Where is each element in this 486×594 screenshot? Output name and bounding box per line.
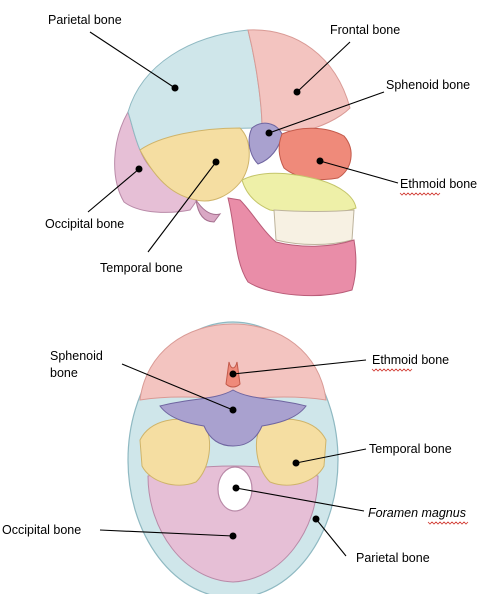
mandible-lateral (227, 197, 357, 297)
leader-sphenoid-base (121, 363, 234, 411)
label-sphenoid-base-line1: Sphenoid (50, 349, 103, 363)
dot-sphenoid-base (229, 406, 237, 414)
frontal-bone-lateral (247, 29, 351, 133)
label-sphenoid-lateral: Sphenoid bone (386, 78, 470, 92)
squiggle-ethmoid-lateral (399, 192, 441, 196)
lateral-skull-view (114, 29, 357, 297)
leader-ethmoid-base (232, 359, 367, 375)
dot-ethmoid-lateral (316, 157, 324, 165)
temporal-bone-base-right (256, 418, 327, 486)
label-ethmoid-lateral: Ethmoid bone (400, 177, 477, 191)
lateral-labels: Parietal bone Frontal bone Sphenoid bone… (45, 13, 477, 275)
dot-temporal-base (292, 459, 300, 467)
label-occipital-lateral: Occipital bone (45, 217, 124, 231)
leader-sphenoid-lateral (268, 91, 385, 134)
dot-frontal-lateral (293, 88, 301, 96)
leader-parietal-base (315, 518, 347, 557)
teeth-lateral (273, 209, 355, 245)
dot-ethmoid-base (229, 370, 237, 378)
sphenoid-bone-lateral (248, 122, 283, 165)
label-foramen-magnus: Foramen magnus (368, 506, 466, 520)
label-ethmoid-base: Ethmoid bone (372, 353, 449, 367)
label-temporal-base: Temporal bone (369, 442, 452, 456)
dot-foramen-magnus (232, 484, 240, 492)
sphenoid-bone-base (159, 389, 307, 447)
dot-occipital-base (229, 532, 237, 540)
temporal-bone-base-left (139, 418, 210, 486)
ethmoid-bone-lateral (278, 127, 352, 181)
label-temporal-lateral: Temporal bone (100, 261, 183, 275)
leader-ethmoid-lateral (319, 160, 399, 184)
label-occipital-base: Occipital bone (2, 523, 81, 537)
leader-frontal-lateral (296, 41, 351, 93)
label-parietal-lateral: Parietal bone (48, 13, 122, 27)
dot-parietal-lateral (171, 84, 179, 92)
leader-occipital-base (99, 529, 234, 537)
cranial-base-view (127, 321, 339, 594)
dot-parietal-base (312, 515, 320, 523)
label-parietal-base: Parietal bone (356, 551, 430, 565)
squiggle-ethmoid-base (371, 368, 413, 372)
leader-temporal-lateral (147, 161, 217, 253)
maxilla-lateral (241, 172, 357, 215)
dot-temporal-lateral (212, 158, 220, 166)
cervical-process (195, 199, 222, 223)
frontal-bone-base (139, 323, 327, 401)
label-frontal-lateral: Frontal bone (330, 23, 400, 37)
dot-occipital-lateral (135, 165, 143, 173)
squiggle-foramen-magnus (427, 521, 469, 525)
dot-sphenoid-lateral (265, 129, 273, 137)
leader-foramen-magnus (235, 487, 365, 512)
base-labels: Sphenoid bone Ethmoid bone Temporal bone… (2, 349, 469, 565)
leader-temporal-base (295, 448, 367, 464)
leader-parietal-lateral (89, 31, 176, 89)
label-sphenoid-base-line2: bone (50, 366, 78, 380)
leader-occipital-lateral (87, 168, 140, 213)
